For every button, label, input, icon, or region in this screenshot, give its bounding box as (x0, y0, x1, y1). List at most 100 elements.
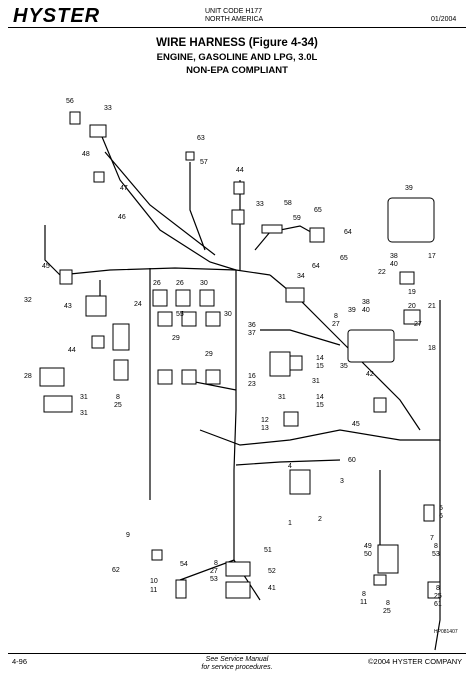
callout-19: 19 (408, 289, 416, 296)
callout-15: 15 (316, 363, 324, 370)
callout-16: 16 (248, 373, 256, 380)
connector-19 (399, 271, 415, 285)
callout-43: 43 (64, 303, 72, 310)
callout-64b: 64 (312, 263, 320, 270)
callout-21: 21 (428, 303, 436, 310)
harness-trunk-horizontal (59, 267, 271, 276)
connector-31 (43, 395, 73, 413)
connector-58 (261, 224, 283, 234)
callout-65: 65 (314, 207, 322, 214)
callout-8: 8 (334, 313, 338, 320)
callout-20: 20 (408, 303, 416, 310)
callout-7: 7 (430, 535, 434, 542)
callout-49: 49 (364, 543, 372, 550)
callout-8c: 8 (434, 543, 438, 550)
callout-32: 32 (24, 297, 32, 304)
callout-15b: 15 (316, 402, 324, 409)
callout-36: 36 (248, 322, 256, 329)
callout-61: 61 (434, 601, 442, 608)
callout-23: 23 (248, 381, 256, 388)
copyright: ©2004 HYSTER COMPANY (368, 657, 463, 666)
connector-55c (205, 311, 221, 327)
figure-ref: HP081407 (434, 629, 458, 635)
harness-trunk-vertical (233, 270, 237, 560)
module-39 (387, 197, 435, 243)
harness-branch-60 (235, 459, 341, 466)
connector-20 (403, 309, 421, 325)
connector-34 (285, 287, 305, 303)
connector-29a (157, 369, 173, 385)
callout-33: 33 (104, 105, 112, 112)
page-title: WIRE HARNESS (Figure 4-34) (156, 37, 318, 49)
connector-30 (199, 289, 215, 307)
callout-63: 63 (197, 135, 205, 142)
callout-22: 22 (378, 269, 386, 276)
callout-11: 11 (150, 587, 157, 594)
page-number: 4-96 (12, 657, 28, 666)
connector-44a (233, 181, 245, 195)
connector-4 (289, 469, 311, 495)
callout-35: 35 (340, 363, 348, 370)
callout-14b: 14 (316, 394, 324, 401)
connector-26b (175, 289, 191, 307)
connector-49 (377, 544, 399, 574)
callout-40b: 40 (362, 307, 370, 314)
connector-48 (93, 171, 105, 183)
callout-64: 64 (344, 229, 352, 236)
callout-31: 31 (312, 378, 320, 385)
callout-27c: 27 (210, 568, 218, 575)
callout-65b: 65 (340, 255, 348, 262)
callout-59: 59 (293, 215, 301, 222)
callout-44b: 44 (68, 347, 76, 354)
callout-40: 40 (390, 261, 398, 268)
connector-24 (112, 323, 130, 351)
callout-53: 53 (432, 551, 440, 558)
callout-47: 47 (120, 185, 128, 192)
brand-logo: HYSTER (13, 5, 101, 27)
callout-28: 28 (24, 373, 32, 380)
callout-39: 39 (405, 185, 413, 192)
connector-14 (289, 355, 303, 371)
callout-24: 24 (134, 301, 142, 308)
callout-25b: 25 (434, 593, 442, 600)
connector-64 (309, 227, 325, 243)
callout-27: 27 (332, 321, 340, 328)
connector-52 (225, 581, 251, 599)
connector-29c (205, 369, 221, 385)
harness-branch-bottom (179, 559, 261, 601)
callout-44: 44 (236, 167, 244, 174)
service-note-line1: See Service Manual (205, 656, 269, 663)
callout-8e: 8 (362, 591, 366, 598)
callout-6: 6 (439, 513, 443, 520)
callout-38: 38 (390, 253, 398, 260)
callout-13: 13 (261, 425, 269, 432)
callout-29b: 29 (205, 351, 213, 358)
header-date: 01/2004 (431, 16, 457, 23)
callout-31d: 31 (278, 394, 286, 401)
connector-28 (39, 367, 65, 387)
callout-62: 62 (112, 567, 120, 574)
callout-37: 37 (248, 330, 256, 337)
module-39b (347, 329, 395, 363)
harness-branch-rightdrop (434, 440, 441, 651)
callout-57: 57 (200, 159, 208, 166)
connector-33 (89, 124, 107, 138)
connector-51 (225, 561, 251, 577)
callout-14: 14 (316, 355, 324, 362)
callout-50: 50 (364, 551, 372, 558)
connector-8bottom (373, 574, 387, 586)
callout-2: 2 (318, 516, 322, 523)
callout-8b: 8 (116, 394, 120, 401)
connector-29 (113, 359, 129, 381)
connector-54 (175, 579, 187, 599)
callout-45b: 45 (352, 421, 360, 428)
callout-33b: 33 (256, 201, 264, 208)
callout-52: 52 (268, 568, 276, 575)
callout-9: 9 (126, 532, 130, 539)
connector-33b (231, 209, 245, 225)
harness-branch-57 (189, 162, 206, 251)
callout-4: 4 (288, 463, 292, 470)
callout-45: 45 (42, 263, 50, 270)
connector-26 (152, 289, 168, 307)
